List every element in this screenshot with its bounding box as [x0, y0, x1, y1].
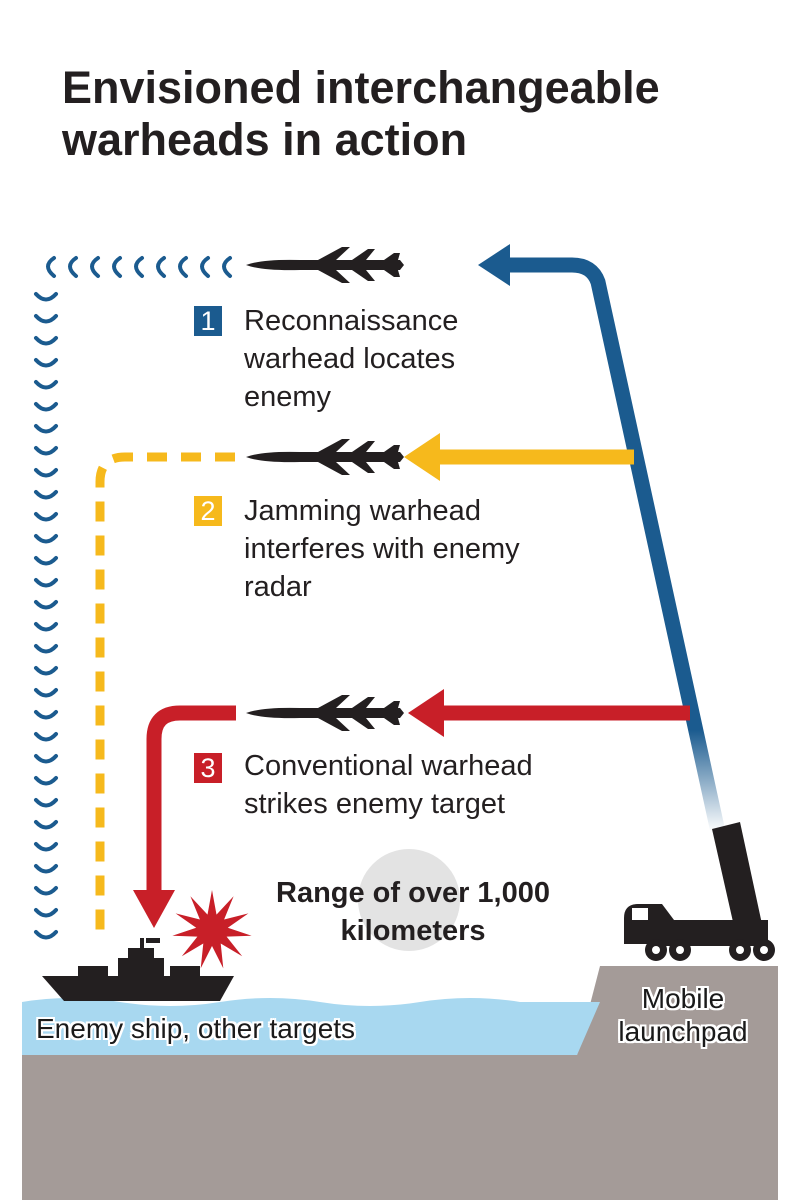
missile-icon — [246, 247, 404, 283]
blue-trajectory — [478, 244, 726, 834]
page-title: Envisioned interchangeable warheads in a… — [62, 62, 660, 165]
ship-icon — [42, 938, 234, 1001]
launcher-label: Mobile launchpad — [618, 983, 748, 1047]
step-3-badge: 3 — [194, 753, 222, 783]
red-trajectory — [133, 689, 690, 928]
step-2-badge: 2 — [194, 496, 222, 526]
radar-wave-icon — [34, 256, 232, 940]
range-label: Range of over 1,000 kilometers — [276, 877, 550, 947]
step-1-badge: 1 — [194, 306, 222, 336]
yellow-trajectory — [95, 433, 634, 940]
explosion-icon — [172, 890, 252, 969]
missile-icon — [246, 695, 404, 731]
missile-icon — [246, 439, 404, 475]
launcher-truck-icon — [624, 822, 775, 961]
step-2-text: Jamming warhead interferes with enemy ra… — [244, 495, 520, 603]
step-1-text: Reconnaissance warhead locates enemy — [244, 305, 459, 413]
range-halo — [358, 849, 460, 951]
water — [22, 998, 600, 1055]
target-label: Enemy ship, other targets — [36, 1013, 356, 1044]
step-3-text: Conventional warhead strikes enemy targe… — [244, 750, 533, 820]
ground — [22, 966, 778, 1200]
